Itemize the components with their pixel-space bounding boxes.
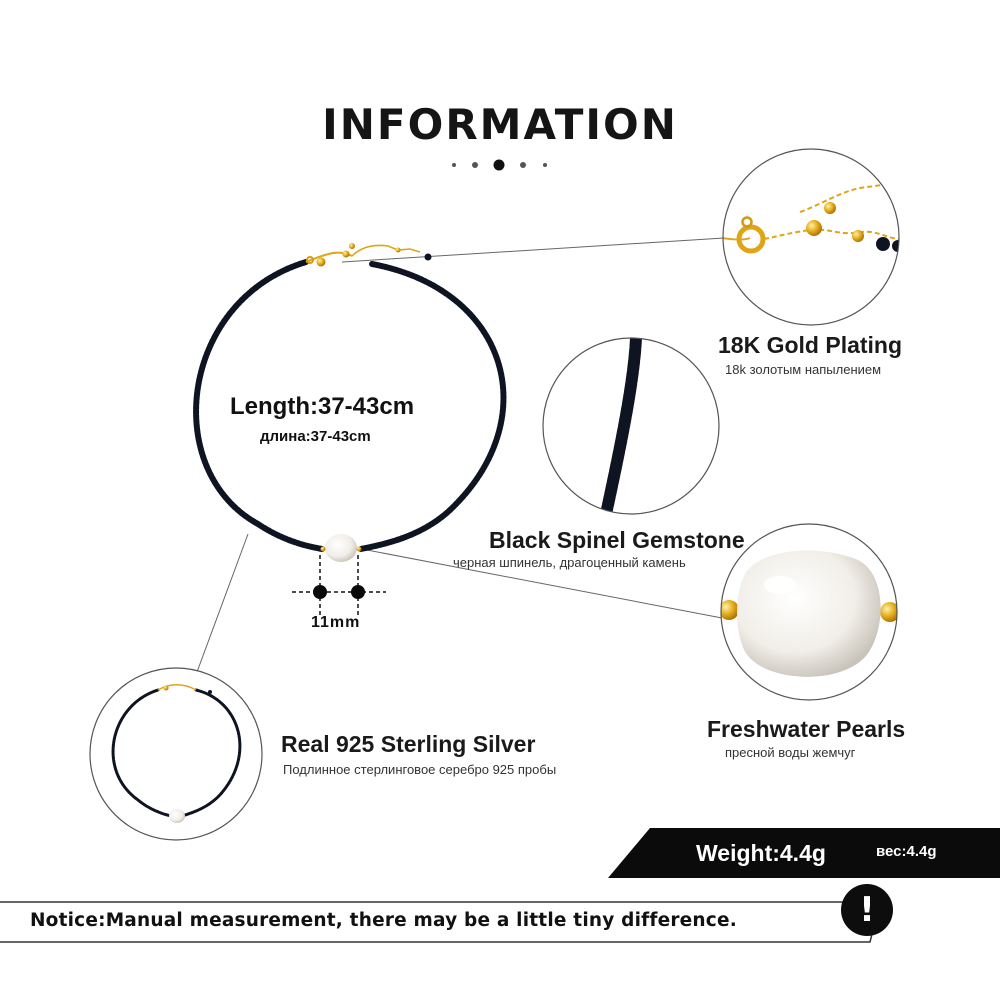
notice-text: Notice:Manual measurement, there may be …	[30, 910, 737, 931]
gold-plating-subtitle: 18k золотым напылением	[725, 362, 882, 377]
spinel-zoom	[542, 337, 720, 515]
gold-plating-title: 18K Gold Plating	[718, 332, 903, 358]
weight-label-ru: вес:4.4g	[876, 843, 937, 860]
page-title: INFORMATION	[322, 100, 678, 149]
length-label-ru: длина:37-43cm	[260, 428, 371, 445]
pearls-title: Freshwater Pearls	[707, 716, 906, 742]
leader-lines	[196, 237, 725, 673]
spinel-subtitle: черная шпинель, драгоценный камень	[453, 555, 686, 570]
silver-title: Real 925 Sterling Silver	[281, 731, 536, 757]
weight-banner	[608, 828, 1000, 878]
spinel-title: Black Spinel Gemstone	[489, 527, 745, 553]
pearls-subtitle: пресной воды жемчуг	[725, 745, 856, 760]
exclamation-icon: !	[841, 884, 893, 936]
necklace-main	[193, 243, 507, 562]
heading-dots	[452, 159, 547, 171]
pearl-size-label: 11mm	[311, 614, 361, 631]
pearl-dimension-marker	[292, 555, 386, 615]
necklace-thumbnail	[89, 667, 263, 841]
weight-label: Weight:4.4g	[696, 840, 826, 866]
gold-clasp-zoom	[722, 148, 900, 326]
pearl-zoom	[720, 523, 898, 701]
silver-subtitle: Подлинное стерлинговое серебро 925 пробы	[283, 762, 557, 777]
length-label: Length:37-43cm	[230, 393, 415, 420]
